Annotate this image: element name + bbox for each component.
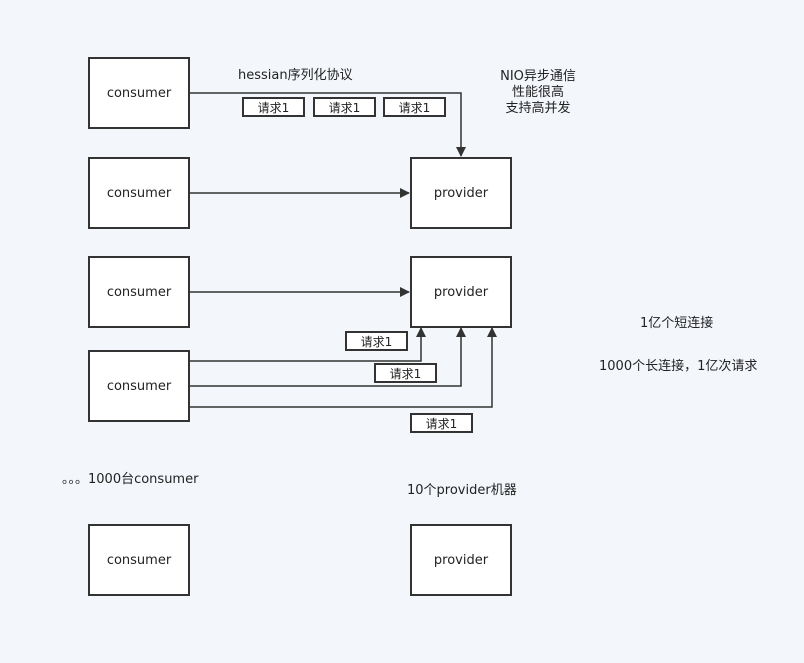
consumer-box: consumer: [88, 524, 190, 596]
nio-note-line: NIO异步通信: [500, 69, 576, 84]
protocol-label: hessian序列化协议: [238, 68, 353, 83]
connection-line: [189, 327, 497, 408]
consumer-box: consumer: [88, 350, 190, 422]
request-packet: 请求1: [313, 97, 376, 117]
nio-note-line: 支持高并发: [505, 101, 571, 116]
request-packet: 请求1: [242, 97, 305, 117]
nio-note-line: 性能很高: [511, 85, 564, 100]
connection-line: [189, 327, 466, 387]
long-connection-note: 1000个长连接，1亿次请求: [599, 359, 758, 374]
request-packet: 请求1: [410, 413, 473, 433]
request-packet: 请求1: [345, 331, 408, 351]
consumer-box: consumer: [88, 157, 190, 229]
consumer-box: consumer: [88, 256, 190, 328]
connection-line: [189, 92, 466, 157]
connection-line: [189, 327, 426, 362]
provider-box: provider: [410, 524, 512, 596]
provider-box: provider: [410, 157, 512, 229]
nio-note: NIO异步通信 性能很高 支持高并发: [488, 69, 588, 117]
consumer-count-label: 。。。1000台consumer: [62, 472, 199, 487]
request-packet: 请求1: [383, 97, 446, 117]
provider-box: provider: [410, 256, 512, 328]
consumer-box: consumer: [88, 57, 190, 129]
short-connection-note: 1亿个短连接: [640, 316, 714, 331]
provider-count-label: 10个provider机器: [407, 483, 517, 498]
request-packet: 请求1: [374, 363, 437, 383]
